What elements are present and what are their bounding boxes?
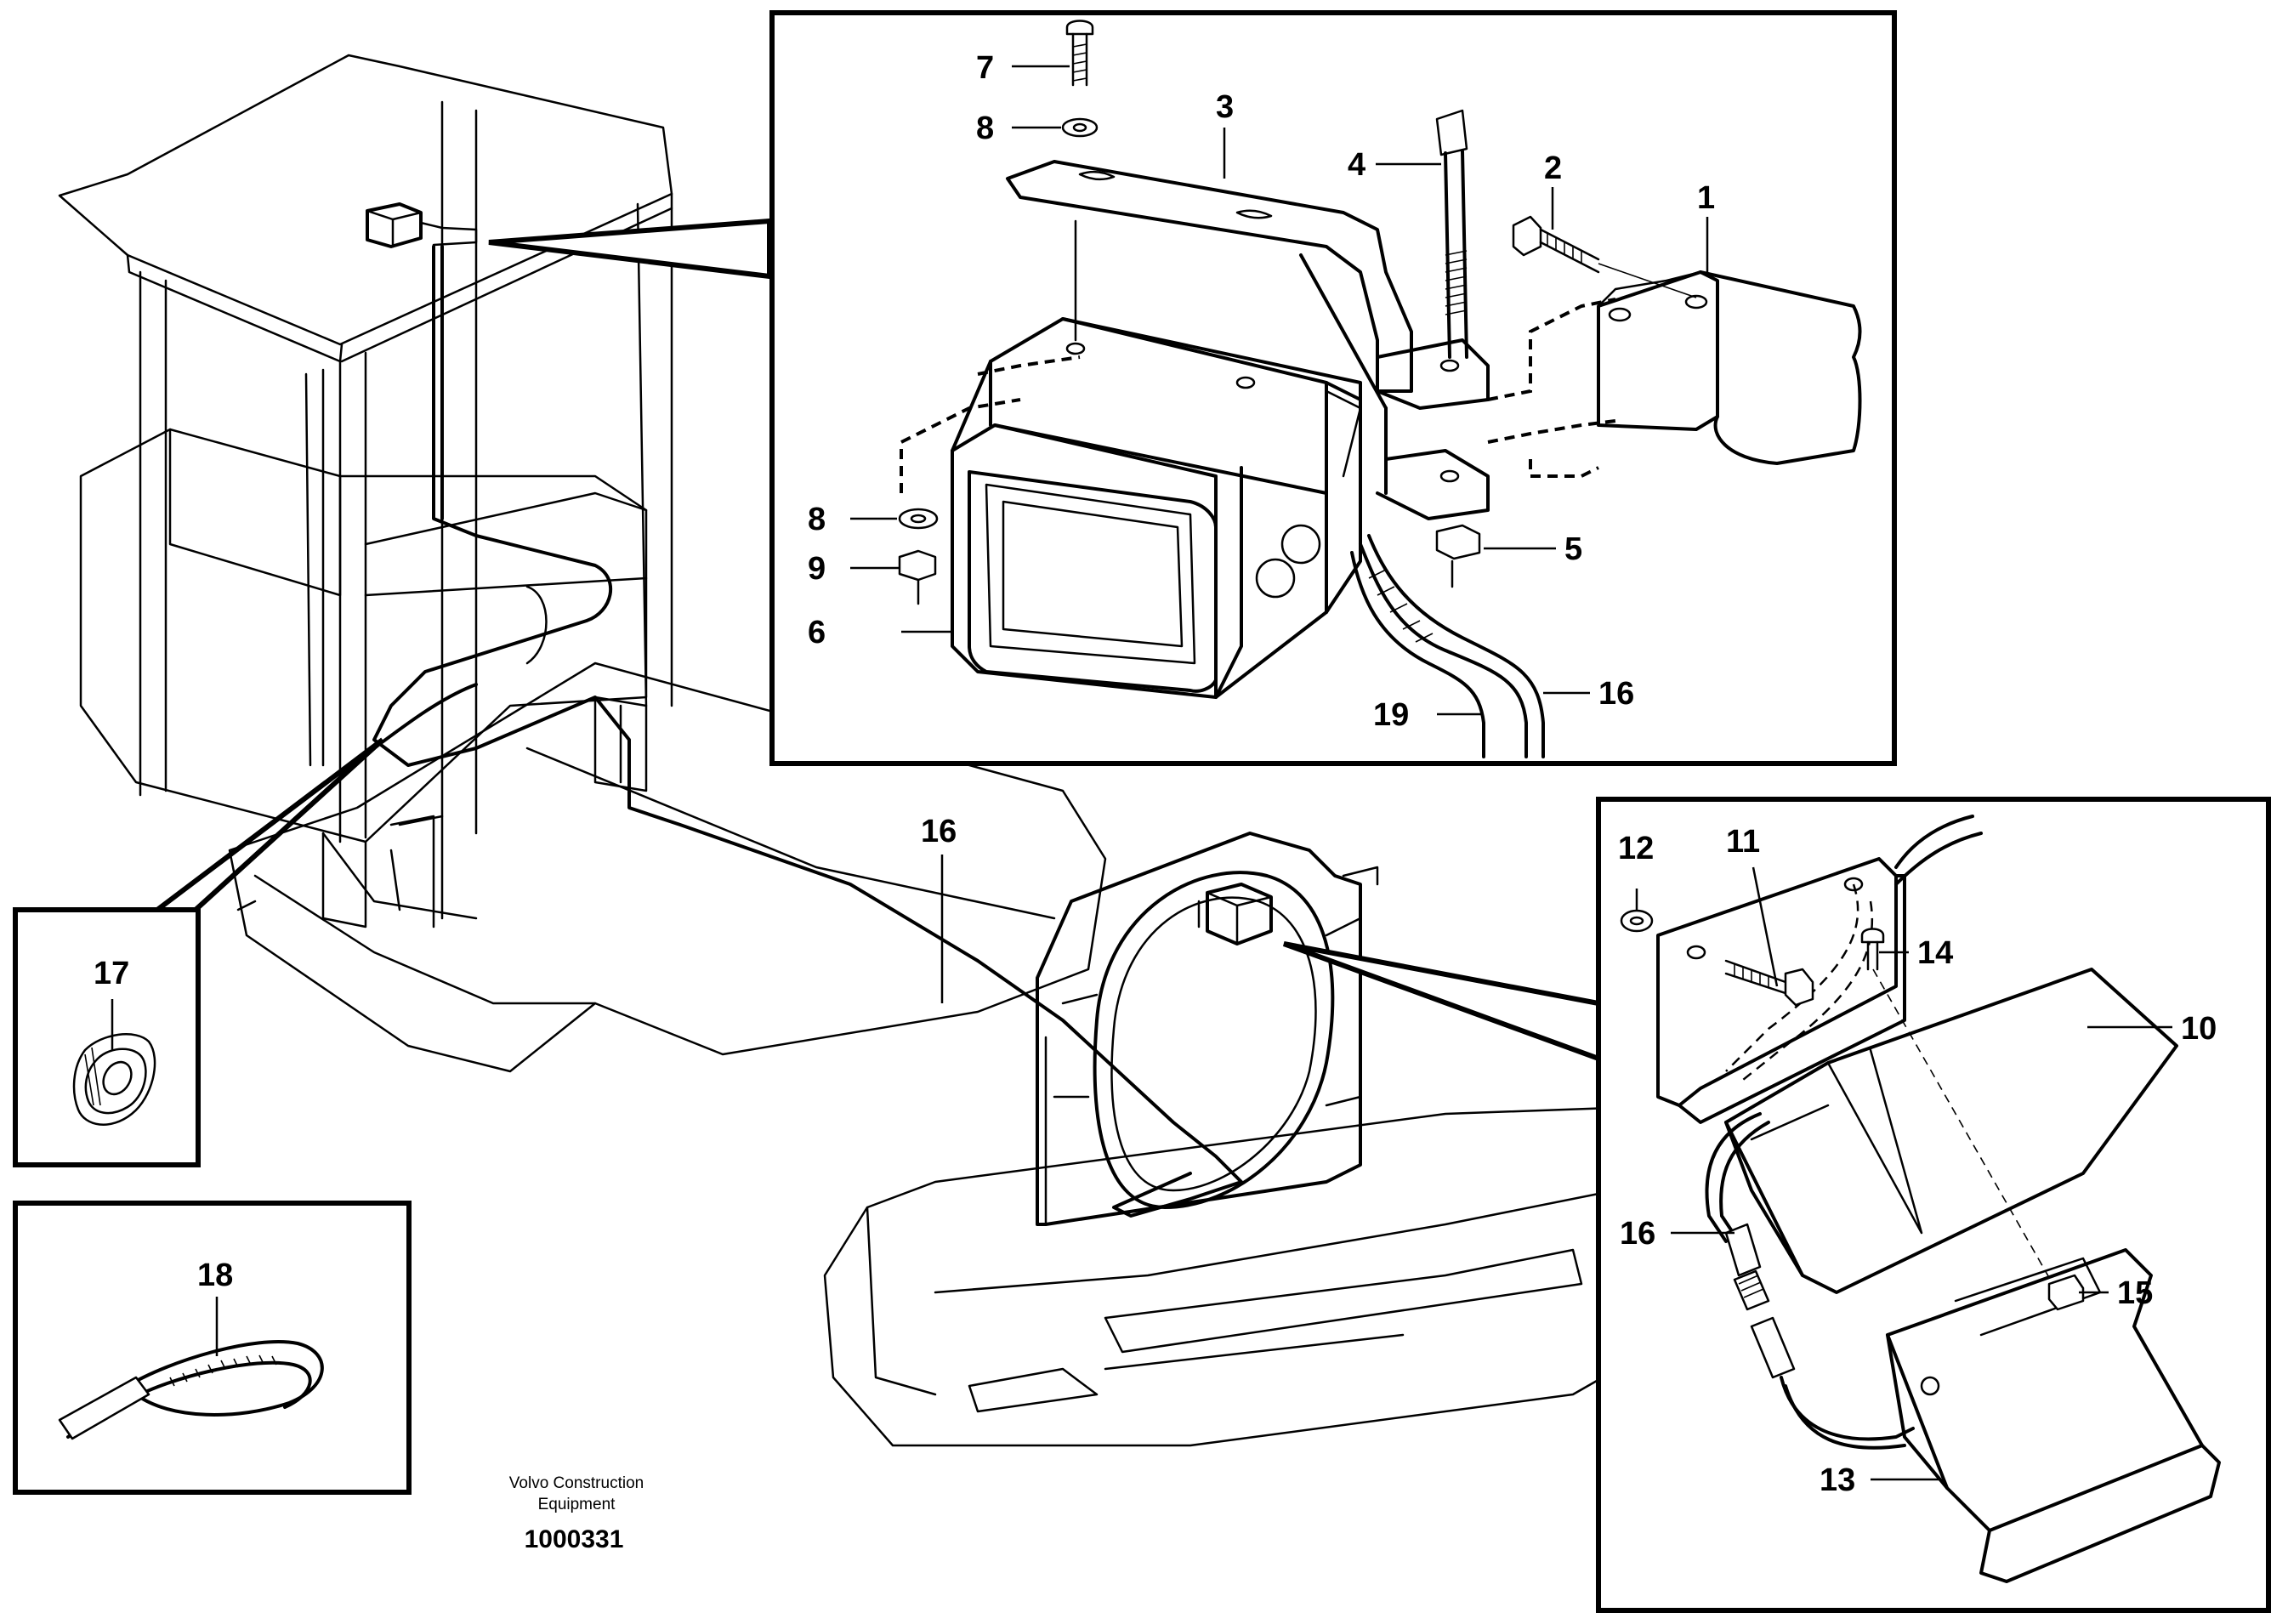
label-3: 3 bbox=[1216, 89, 1234, 125]
label-5: 5 bbox=[1564, 531, 1582, 567]
caption-manufacturer: Volvo Construction bbox=[509, 1474, 644, 1492]
label-18: 18 bbox=[197, 1258, 233, 1293]
leader-lines bbox=[111, 65, 2172, 1481]
label-2: 2 bbox=[1544, 150, 1562, 186]
label-12: 12 bbox=[1618, 831, 1654, 866]
label-14: 14 bbox=[1917, 935, 1953, 971]
label-13: 13 bbox=[1820, 1462, 1855, 1498]
label-1: 1 bbox=[1697, 180, 1715, 216]
label-16-main: 16 bbox=[921, 814, 957, 849]
label-15: 15 bbox=[2117, 1275, 2153, 1311]
label-17: 17 bbox=[94, 956, 129, 991]
label-9: 9 bbox=[808, 551, 826, 587]
camera-assembly-callout bbox=[769, 10, 1897, 766]
label-16-top: 16 bbox=[1598, 676, 1634, 712]
label-10: 10 bbox=[2181, 1011, 2217, 1047]
label-6: 6 bbox=[808, 615, 826, 650]
caption-drawing-number: 1000331 bbox=[525, 1525, 624, 1553]
label-8-top: 8 bbox=[976, 111, 994, 146]
label-19: 19 bbox=[1373, 697, 1409, 733]
part-labels: 7 8 3 4 2 1 5 8 9 6 19 16 16 12 11 14 10… bbox=[94, 50, 2217, 1498]
cable-tie-callout bbox=[13, 1201, 412, 1495]
label-11: 11 bbox=[1726, 824, 1760, 860]
machine-illustration bbox=[58, 54, 1702, 1447]
diagram-caption: Volvo Construction Equipment 1000331 bbox=[509, 1474, 644, 1553]
label-16-right: 16 bbox=[1620, 1216, 1655, 1252]
caption-manufacturer-line2: Equipment bbox=[538, 1496, 616, 1513]
sensor-assembly-callout bbox=[1596, 797, 2271, 1613]
label-7: 7 bbox=[976, 50, 994, 86]
callout-connectors bbox=[156, 218, 1601, 1063]
grommet-callout bbox=[13, 907, 201, 1167]
label-4: 4 bbox=[1348, 147, 1365, 183]
label-8-bottom: 8 bbox=[808, 502, 826, 537]
